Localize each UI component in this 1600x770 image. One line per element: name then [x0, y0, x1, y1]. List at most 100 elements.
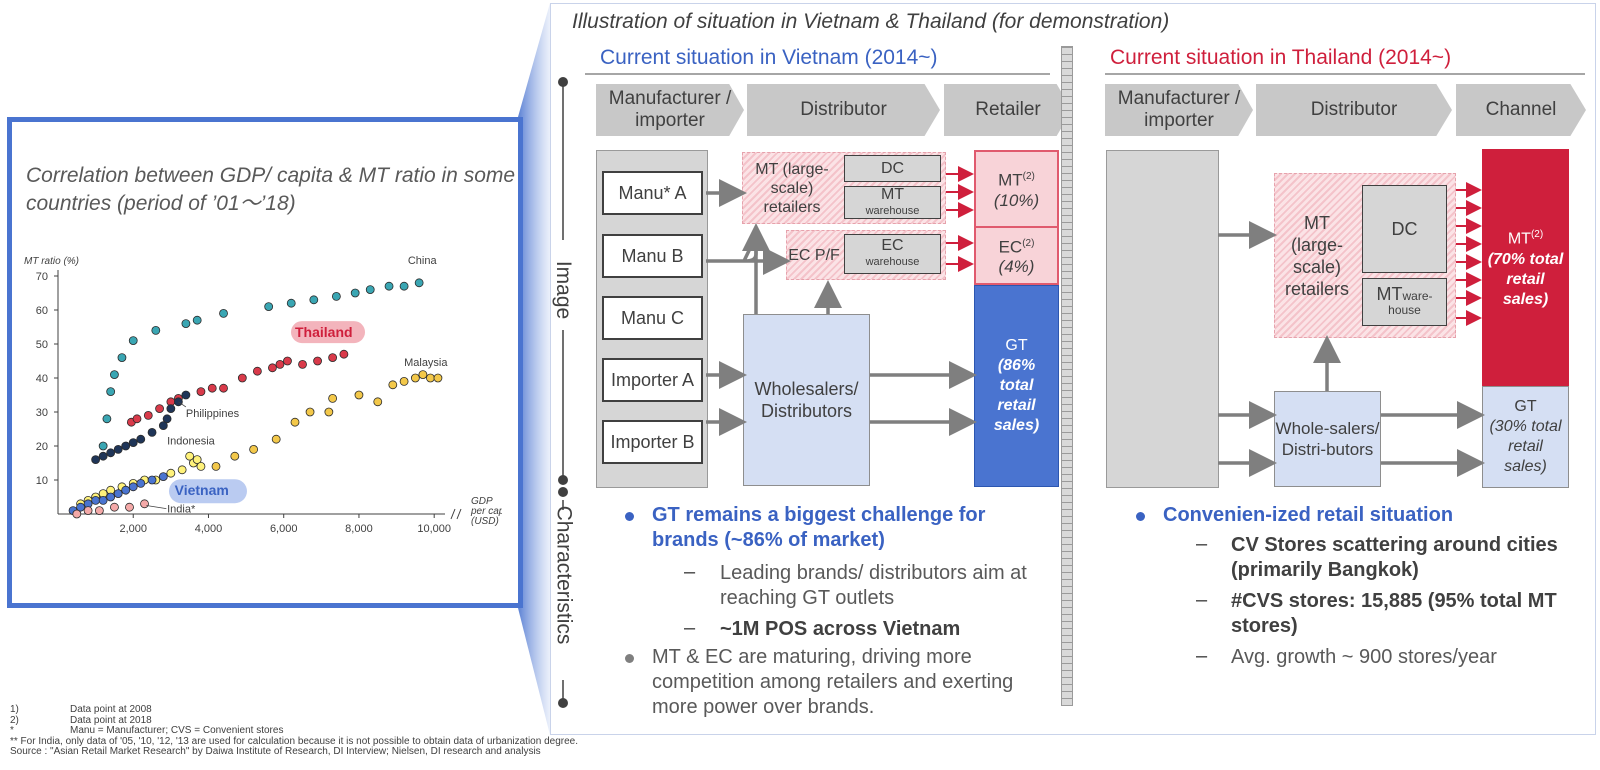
vn-ec-warehouse: EC warehouse [844, 234, 941, 274]
series-label: China [408, 255, 438, 267]
series-label: Philippines [186, 408, 240, 420]
vietnam-title: Current situation in Vietnam (2014~) [600, 46, 938, 69]
vn-importer-b: Importer B [602, 420, 703, 464]
data-point-vietnam [113, 489, 123, 499]
data-point-malaysia [388, 380, 398, 390]
y-tick-label: 20 [36, 441, 48, 453]
series-label: Thailand [295, 324, 353, 340]
data-point-china [414, 278, 424, 288]
data-point-china [192, 315, 202, 325]
data-point-malaysia [354, 390, 364, 400]
data-point-china [286, 298, 296, 308]
data-point-thailand [196, 387, 206, 397]
vn-chevron-retailer: Retailer [944, 84, 1072, 136]
data-point-china [264, 302, 274, 311]
th-chevron-manufacturer: Manufacturer / importer [1105, 84, 1253, 136]
data-point-philippines [158, 421, 168, 431]
data-point-thailand [275, 360, 285, 369]
data-point-vietnam [121, 485, 131, 495]
series-label: Vietnam [175, 482, 229, 498]
vietnam-title-line [585, 73, 1050, 75]
data-point-indonesia [166, 468, 176, 478]
data-point-thailand [328, 353, 338, 362]
right-panel-title: Illustration of situation in Vietnam & T… [572, 10, 1170, 33]
data-point-china [102, 414, 112, 424]
data-point-philippines [166, 404, 176, 414]
data-point-malaysia [249, 444, 259, 454]
thailand-title-line [1105, 73, 1585, 75]
data-point-malaysia [271, 434, 281, 444]
data-point-indonesia [192, 455, 202, 465]
side-label-image: Image [552, 260, 575, 320]
chart-points [68, 278, 443, 519]
data-point-vietnam [98, 495, 108, 505]
vn-gt-share: GT (86% total retail sales) [974, 285, 1059, 487]
th-bullet-1-dash-1: – [1196, 533, 1208, 555]
data-point-thailand [237, 373, 247, 383]
data-point-indonesia [196, 461, 206, 471]
vn-importer-a: Importer A [602, 358, 703, 402]
data-point-malaysia [230, 451, 240, 461]
y-tick-label: 70 [36, 271, 48, 283]
x-tick-label: 10,000 [417, 523, 451, 535]
data-point-philippines [173, 397, 183, 407]
section-divider [1061, 46, 1073, 706]
vn-dc: DC [844, 155, 941, 182]
y-tick-label: 50 [36, 339, 48, 351]
series-label: Indonesia [167, 435, 216, 447]
vn-ec-pf: EC P/F [788, 246, 840, 264]
data-point-malaysia [290, 417, 300, 427]
data-point-indonesia [177, 465, 187, 475]
data-point-malaysia [324, 407, 334, 417]
vn-bullet-1-sub-2: ~1M POS across Vietnam [720, 618, 961, 640]
data-point-philippines [106, 448, 116, 458]
side-label-characteristics: Characteristics [552, 505, 575, 645]
vn-manu-c: Manu C [602, 296, 703, 340]
y-axis-label: MT ratio (%) [24, 256, 79, 267]
th-gt-share: GT (30% total retail sales) [1482, 386, 1569, 488]
th-bullet-1: Convenien-ized retail situation [1163, 504, 1454, 526]
data-point-thailand [219, 383, 228, 393]
vn-bullet-1: GT remains a biggest challenge for brand… [652, 504, 986, 551]
data-point-vietnam [128, 482, 138, 492]
vn-bullet-2: MT & EC are maturing, driving more compe… [652, 646, 1014, 718]
data-point-malaysia [418, 370, 428, 379]
data-point-thailand [132, 414, 142, 424]
vn-mt-warehouse: MT warehouse [844, 186, 941, 219]
data-point-india [125, 502, 134, 512]
vn-bullet-1-sub-1: Leading brands/ distributors aim at reac… [720, 562, 1027, 609]
th-bullet-1-sub-2: #CVS stores: 15,885 (95% total MT stores… [1231, 590, 1557, 637]
data-point-china [117, 353, 127, 362]
data-point-thailand [283, 356, 292, 366]
thailand-title: Current situation in Thailand (2014~) [1110, 46, 1452, 69]
th-bullet-1-dash-3: – [1196, 645, 1208, 667]
data-point-thailand [252, 366, 262, 376]
x-tick-label: 8,000 [345, 523, 373, 535]
data-point-malaysia [211, 461, 221, 471]
x-tick-label: 2,000 [119, 523, 147, 535]
data-point-philippines [128, 438, 138, 448]
footnote-3: *Manu = Manufacturer; CVS = Convenient s… [10, 725, 284, 736]
vn-bullet-2-dot [625, 654, 634, 663]
vn-manu-a: Manu* A [602, 171, 703, 215]
th-bullet-1-dash-2: – [1196, 589, 1208, 611]
data-point-thailand [207, 383, 217, 393]
data-point-india [94, 506, 104, 516]
footnotes: 1)Data point at 2008 2)Data point at 201… [10, 704, 578, 758]
axis-break-icon [450, 508, 462, 520]
th-bullet-1-sub-3: Avg. growth ~ 900 stores/year [1231, 646, 1497, 668]
th-mt-share: MT(2) (70% total retail sales) [1482, 149, 1569, 386]
data-point-vietnam [147, 475, 157, 485]
footnote-1: 1)Data point at 2008 [10, 704, 152, 715]
data-point-china [110, 370, 119, 379]
data-point-vietnam [158, 472, 168, 482]
data-point-malaysia [426, 373, 435, 383]
data-point-china [181, 319, 191, 328]
data-point-china [309, 295, 319, 305]
side-timeline [558, 77, 568, 708]
vn-chevron-manufacturer: Manufacturer / importer [596, 84, 744, 136]
data-point-malaysia [328, 393, 338, 403]
data-point-china [106, 387, 116, 397]
